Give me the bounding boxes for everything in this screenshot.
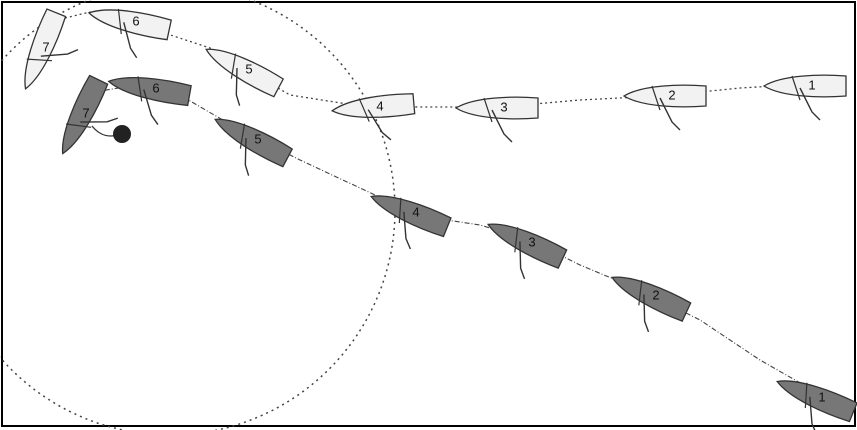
dark-boat-7-hull — [61, 74, 109, 155]
dark-boat-7: 7 — [61, 74, 119, 155]
dark-boat-5-mast — [239, 123, 246, 149]
dark-boat-6-sail — [143, 89, 159, 125]
light-boat-6-mast — [117, 8, 122, 35]
light-boat-5-hull — [205, 48, 285, 98]
mark-buoy — [113, 125, 131, 143]
light-boat-4-sail — [367, 109, 392, 141]
light-boat-6-number: 6 — [132, 14, 139, 29]
dark-boat-1-sail — [809, 396, 818, 430]
dark-boat-1: 1 — [776, 380, 857, 430]
dark-boat-3: 3 — [486, 223, 568, 280]
light-boat-5-sail — [235, 67, 241, 106]
light-boat-2-number: 2 — [668, 88, 675, 103]
dark-boat-4-hull — [370, 195, 452, 238]
light-boat-4-hull — [330, 93, 416, 119]
light-boat-3-number: 3 — [500, 100, 507, 115]
light-boat-4-mast — [358, 98, 370, 122]
dark-boat-7-mast — [65, 123, 92, 128]
dark-boat-2: 2 — [610, 276, 692, 333]
light-boat-2-hull — [622, 84, 707, 108]
dark-boat-track — [94, 85, 831, 401]
dark-boat-1-number: 1 — [818, 390, 825, 405]
dark-boat-3-number: 3 — [528, 235, 535, 250]
dark-boat-1-hull — [776, 380, 857, 423]
dark-boat-3-sail — [519, 241, 526, 280]
light-boat-7: 7 — [24, 8, 79, 90]
dark-boat-7-sail — [80, 117, 119, 123]
dark-boat-4-number: 4 — [412, 205, 419, 220]
dark-boat-5-hull — [214, 118, 294, 168]
light-boat-3-sail — [491, 109, 513, 143]
light-boat-6-sail — [123, 22, 138, 59]
light-boat-3-hull — [454, 96, 539, 120]
light-boat-3-mast — [483, 97, 493, 123]
dark-boat-2-number: 2 — [652, 288, 659, 303]
light-boat-4-number: 4 — [376, 99, 383, 114]
light-boat-1-number: 1 — [808, 78, 815, 93]
light-boat-7-mast — [26, 58, 53, 62]
dark-boat-1-mast — [804, 382, 808, 409]
dark-boat-6-hull — [107, 77, 192, 107]
dark-boat-4-sail — [403, 211, 412, 250]
light-boat-7-hull — [24, 8, 67, 90]
dark-boat-5: 5 — [214, 118, 294, 176]
dark-boat-5-sail — [244, 137, 250, 176]
dark-boat-4-mast — [398, 197, 402, 224]
light-boat-2-mast — [651, 85, 661, 111]
light-boat-7-sail — [40, 48, 79, 57]
dark-boat-2-sail — [643, 294, 650, 333]
dark-boat-6: 6 — [107, 76, 192, 125]
light-boat-1: 1 — [762, 74, 847, 121]
light-boat-3: 3 — [454, 96, 539, 143]
light-boat-2-sail — [659, 97, 681, 131]
dark-boat-6-mast — [137, 76, 143, 102]
light-boat-6: 6 — [87, 8, 173, 59]
light-boat-5: 5 — [205, 48, 285, 106]
light-boat-5-number: 5 — [245, 62, 252, 77]
dark-boat-3-mast — [514, 227, 519, 253]
light-boat-5-mast — [230, 53, 237, 79]
light-boat-6-hull — [87, 9, 173, 41]
dark-boat-5-number: 5 — [254, 132, 261, 147]
dark-boat-2-mast — [638, 280, 643, 306]
dark-boat-2-hull — [610, 276, 692, 322]
light-boat-4: 4 — [330, 93, 416, 141]
light-boat-1-sail — [799, 87, 821, 121]
dark-boat-3-hull — [486, 223, 568, 269]
light-boat-7-number: 7 — [42, 40, 49, 55]
dark-boat-6-number: 6 — [152, 81, 159, 96]
light-boat-2: 2 — [622, 84, 707, 131]
dark-boat-7-number: 7 — [82, 106, 89, 121]
light-boat-1-mast — [791, 75, 801, 101]
dark-boat-4: 4 — [370, 195, 452, 250]
zone-circle — [0, 0, 396, 430]
light-boat-1-hull — [762, 74, 847, 98]
